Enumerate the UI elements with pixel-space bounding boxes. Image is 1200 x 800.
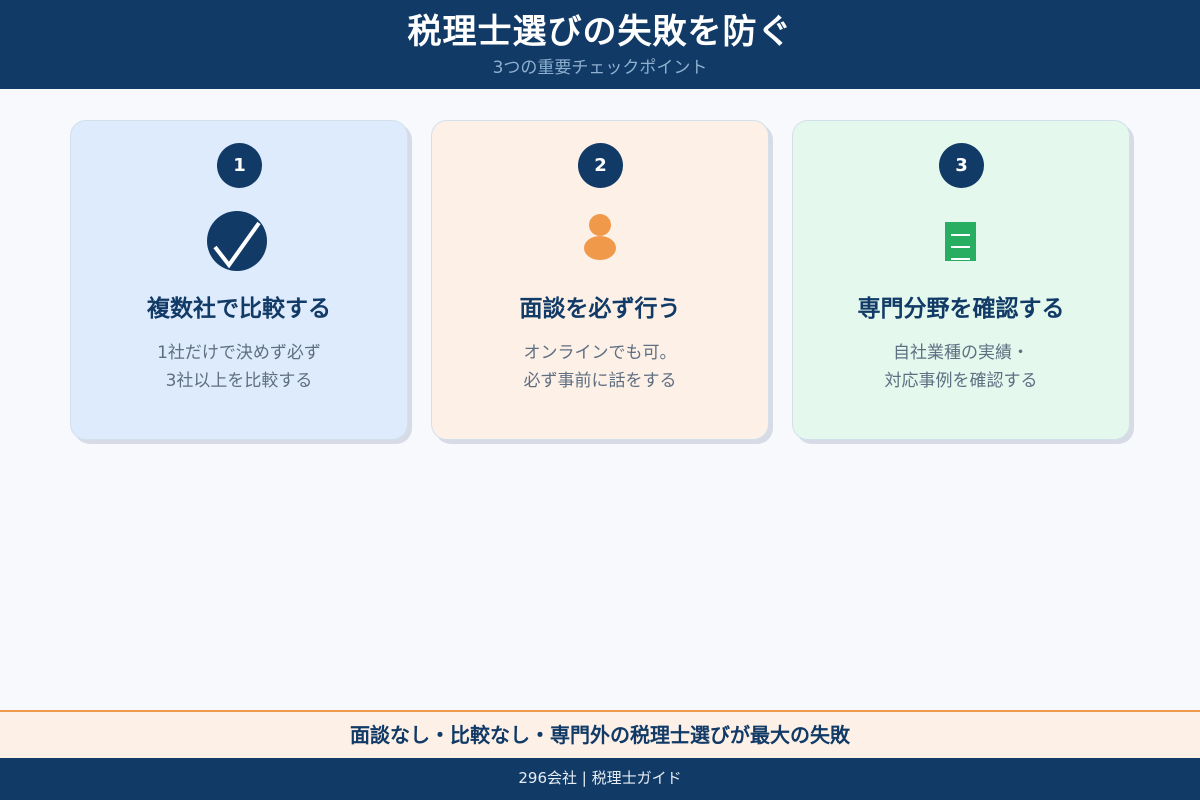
footer-credit: 296会社 | 税理士ガイド [518,769,682,787]
warning-banner: 面談なし・比較なし・専門外の税理士選びが最大の失敗 [0,710,1200,758]
card-title: 面談を必ず行う [519,296,681,322]
card-description: 自社業種の実績・ 対応事例を確認する [793,339,1129,395]
page-subtitle: 3つの重要チェックポイント [492,58,708,78]
check-circle-icon [71,209,407,273]
document-icon [793,209,1129,273]
footer: 296会社 | 税理士ガイド [0,758,1200,800]
card-description: オンラインでも可。 必ず事前に話をする [432,339,768,395]
description-line: オンラインでも可。 [523,343,677,363]
card-description: 1社だけで決めず必ず 3社以上を比較する [71,339,407,395]
description-line: 3社以上を比較する [165,371,313,391]
checkpoint-card-1: 1 複数社で比較する 1社だけで決めず必ず 3社以上を比較する [70,120,408,440]
description-line: 1社だけで決めず必ず [157,343,321,363]
step-number-badge: 3 [939,143,984,188]
header-banner: 税理士選びの失敗を防ぐ 3つの重要チェックポイント [0,0,1200,89]
checkpoint-card-3: 3 専門分野を確認する 自社業種の実績・ 対応事例を確認する [792,120,1130,440]
person-icon [432,209,768,273]
description-line: 必ず事前に話をする [523,371,677,391]
warning-text: 面談なし・比較なし・専門外の税理士選びが最大の失敗 [350,723,850,747]
description-line: 対応事例を確認する [884,371,1038,391]
page-title: 税理士選びの失敗を防ぐ [407,12,793,52]
step-number-badge: 1 [217,143,262,188]
card-title: 専門分野を確認する [857,296,1065,322]
checkpoint-card-2: 2 面談を必ず行う オンラインでも可。 必ず事前に話をする [431,120,769,440]
step-number-badge: 2 [578,143,623,188]
card-title: 複数社で比較する [147,296,331,322]
description-line: 自社業種の実績・ [893,343,1029,363]
